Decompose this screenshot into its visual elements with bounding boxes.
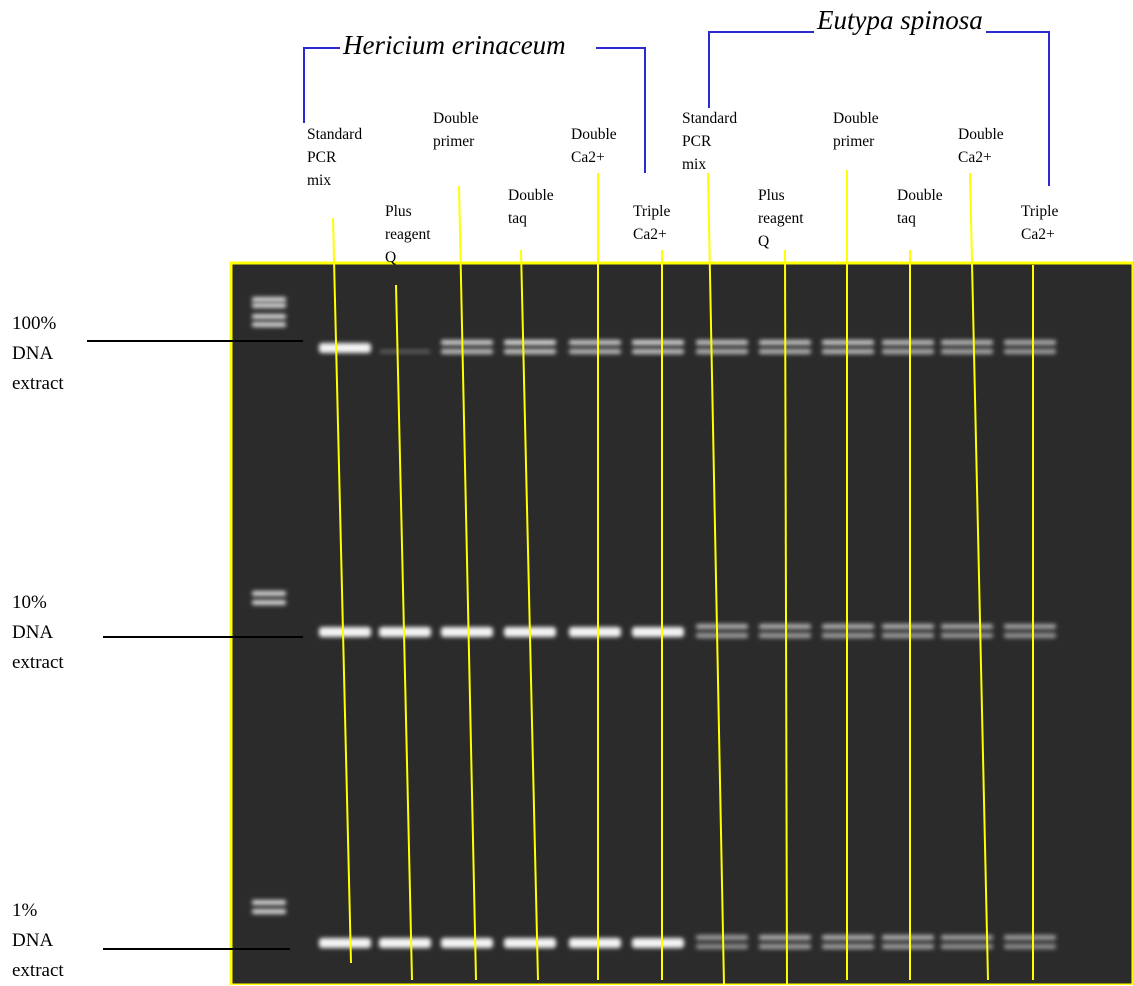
dna-band — [696, 624, 748, 629]
dna-band — [441, 938, 493, 948]
ladder-band — [252, 900, 286, 905]
ladder-band — [252, 322, 286, 327]
dna-band — [504, 340, 556, 345]
lane-guides — [332, 170, 1034, 985]
lane-guide-line — [784, 249, 788, 985]
dna-band — [1004, 935, 1056, 940]
dna-band — [941, 633, 993, 638]
bracket-eutypa-left — [708, 31, 822, 108]
species-title-hericium: Hericium erinaceum — [340, 32, 569, 59]
dna-band — [696, 944, 748, 949]
dna-band — [569, 938, 621, 948]
dna-band — [941, 935, 993, 940]
dna-band — [319, 343, 371, 353]
lane-label: Double taq — [508, 187, 554, 227]
dna-band — [319, 938, 371, 948]
dna-band — [632, 340, 684, 345]
dna-band — [759, 624, 811, 629]
dna-band — [441, 349, 493, 354]
lane-guide-line — [395, 284, 413, 981]
species-title-eutypa: Eutypa spinosa — [814, 7, 986, 34]
dna-band — [1004, 340, 1056, 345]
lane-label: Plus reagent Q — [385, 203, 431, 266]
lane-label: Triple Ca2+ — [1021, 203, 1059, 243]
lane-guide-line — [969, 172, 989, 981]
dna-band — [380, 350, 430, 353]
lane-guide-line — [520, 249, 539, 981]
lane-label: Double Ca2+ — [958, 126, 1004, 166]
concentration-pointers — [87, 340, 303, 950]
lane-label: Standard PCR mix — [307, 126, 363, 189]
dna-band — [882, 349, 934, 354]
dna-band — [696, 633, 748, 638]
dna-band — [569, 349, 621, 354]
ladder-band — [252, 314, 286, 319]
lane-label: Standard PCR mix — [682, 110, 738, 173]
dna-band — [941, 340, 993, 345]
dna-band — [1004, 633, 1056, 638]
dna-band — [696, 935, 748, 940]
dna-band — [441, 340, 493, 345]
dna-band — [379, 938, 431, 948]
concentration-label: 10% DNA extract — [12, 592, 64, 673]
ladder-band — [252, 297, 286, 302]
lane-label: Triple Ca2+ — [633, 203, 671, 243]
concentration-label: 100% DNA extract — [12, 313, 64, 394]
dna-band — [441, 627, 493, 637]
dna-band — [759, 633, 811, 638]
dna-band — [882, 624, 934, 629]
bracket-hericium-right — [596, 47, 646, 173]
dna-band — [632, 627, 684, 637]
gel-image — [229, 261, 1133, 985]
ladder-band — [252, 591, 286, 596]
dna-band — [882, 633, 934, 638]
species-brackets — [303, 31, 1050, 186]
lane-label: Plus reagent Q — [758, 187, 804, 250]
dna-band — [319, 627, 371, 637]
dna-band — [941, 349, 993, 354]
bracket-hericium-left — [303, 47, 340, 123]
dna-band — [504, 349, 556, 354]
lane-label: Double primer — [833, 110, 879, 150]
dna-band — [569, 627, 621, 637]
dna-band — [882, 340, 934, 345]
dna-band — [696, 349, 748, 354]
ladder-band — [252, 600, 286, 605]
dna-band — [882, 935, 934, 940]
dna-band — [632, 349, 684, 354]
lane-label: Double Ca2+ — [571, 126, 617, 166]
lane-label: Double taq — [897, 187, 943, 227]
dna-band — [941, 624, 993, 629]
dna-band — [504, 938, 556, 948]
dna-band — [941, 944, 993, 949]
dna-band — [759, 935, 811, 940]
dna-band — [379, 627, 431, 637]
concentration-label: 1% DNA extract — [12, 900, 64, 981]
dna-band — [632, 938, 684, 948]
bracket-eutypa-right — [974, 31, 1050, 186]
dna-band — [759, 944, 811, 949]
lane-guide-line — [458, 185, 477, 981]
ladder-band — [252, 909, 286, 914]
dna-band — [1004, 624, 1056, 629]
ladder-band — [252, 303, 286, 308]
lane-label: Double primer — [433, 110, 479, 150]
dna-band — [882, 944, 934, 949]
lane-guide-line — [707, 172, 725, 985]
dna-band — [569, 340, 621, 345]
lane-guide-line — [332, 217, 352, 964]
dna-band — [1004, 349, 1056, 354]
dna-bands — [252, 297, 1056, 949]
dna-band — [696, 340, 748, 345]
dna-band — [1004, 944, 1056, 949]
